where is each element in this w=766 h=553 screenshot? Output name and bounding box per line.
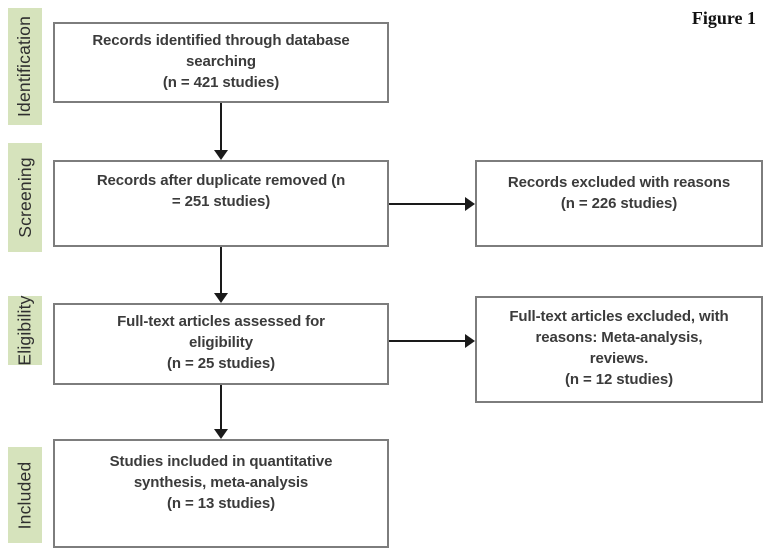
box-fulltext-assessed: Full-text articles assessed for eligibil…	[53, 303, 389, 385]
arrow-duplicates-to-excluded-head-icon	[465, 197, 475, 211]
box-records-identified: Records identified through database sear…	[53, 22, 389, 103]
figure-caption-label: Figure 1	[691, 8, 756, 28]
arrow-identified-to-duplicates-line	[220, 103, 222, 150]
box-fulltext-assessed-text: Full-text articles assessed for eligibil…	[117, 313, 325, 372]
arrow-fulltext-to-excluded-head-icon	[465, 334, 475, 348]
box-studies-included: Studies included in quantitative synthes…	[53, 439, 389, 548]
arrow-identified-to-duplicates-head-icon	[214, 150, 228, 160]
stage-label-screening: Screening	[8, 143, 42, 252]
stage-label-screening-text: Screening	[14, 157, 35, 238]
arrow-duplicates-to-fulltext-head-icon	[214, 293, 228, 303]
box-records-excluded-text: Records excluded with reasons (n = 226 s…	[507, 174, 731, 212]
stage-label-eligibility: Eligibility	[8, 295, 42, 366]
stage-label-identification: Identification	[8, 8, 42, 125]
box-records-identified-text: Records identified through database sear…	[92, 32, 350, 91]
arrow-duplicates-to-fulltext-line	[220, 247, 222, 293]
box-records-excluded: Records excluded with reasons (n = 226 s…	[475, 160, 763, 247]
stage-label-included: Included	[8, 447, 42, 543]
box-fulltext-excluded: Full-text articles excluded, with reason…	[475, 296, 763, 403]
box-studies-included-text: Studies included in quantitative synthes…	[109, 453, 333, 512]
box-records-after-duplicates-text: Records after duplicate removed (n = 251…	[96, 172, 346, 210]
arrow-fulltext-to-excluded-line	[389, 340, 465, 342]
stage-label-included-text: Included	[14, 461, 35, 529]
box-fulltext-excluded-text: Full-text articles excluded, with reason…	[509, 308, 729, 388]
arrow-fulltext-to-included-line	[220, 385, 222, 429]
arrow-fulltext-to-included-head-icon	[214, 429, 228, 439]
stage-label-eligibility-text: Eligibility	[14, 295, 35, 366]
stage-label-identification-text: Identification	[14, 15, 35, 118]
box-records-after-duplicates: Records after duplicate removed (n = 251…	[53, 160, 389, 247]
arrow-duplicates-to-excluded-line	[389, 203, 465, 205]
